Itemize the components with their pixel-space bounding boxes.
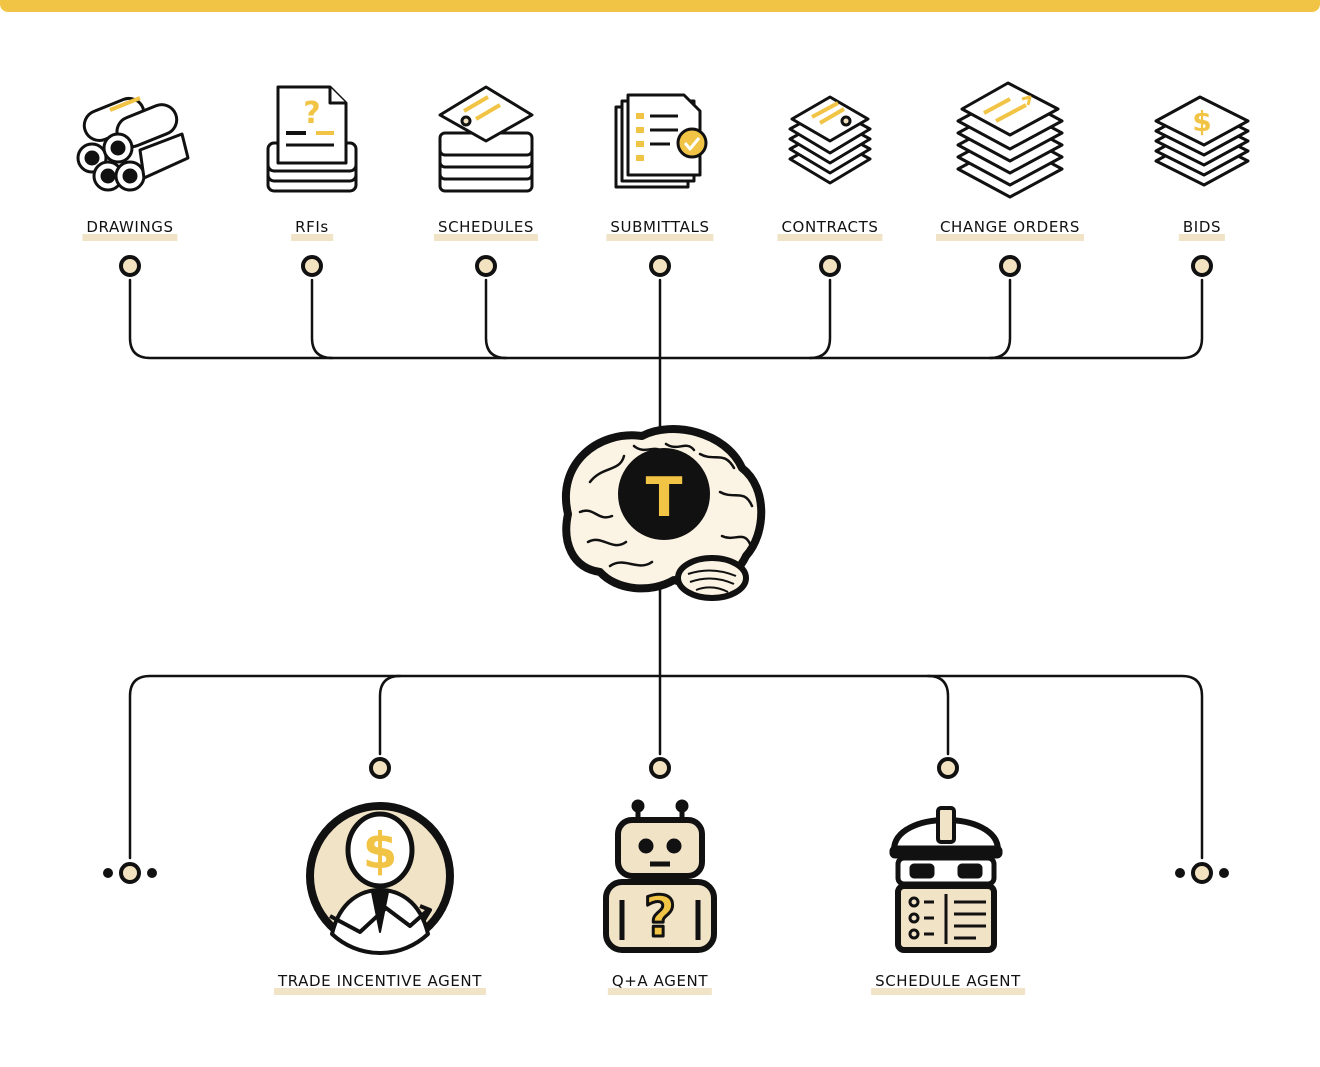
source-connector-schedules	[484, 278, 508, 360]
svg-text:$: $	[363, 822, 398, 880]
hub-logo-letter: T	[646, 466, 683, 529]
connector-lines	[128, 278, 1204, 860]
agent-label-qa: Q+A AGENT	[607, 972, 713, 995]
source-connector-rfis	[310, 278, 334, 360]
agent-label-trade-incentive: TRADE INCENTIVE AGENT	[273, 972, 487, 995]
trade-incentive-agent-icon: $	[306, 802, 454, 956]
schedule-document-stack-icon	[438, 85, 534, 193]
agent-node-qa	[649, 757, 671, 779]
agent-node-schedule	[937, 757, 959, 779]
hardhat-schedule-agent-icon	[889, 806, 1003, 953]
source-node-schedules	[475, 255, 497, 277]
source-node-drawings	[119, 255, 141, 277]
agent-label-schedule: SCHEDULE AGENT	[871, 972, 1025, 995]
source-label-bids: BIDS	[1178, 218, 1226, 241]
source-label-change-orders: CHANGE ORDERS	[935, 218, 1085, 241]
agent-connector-trade	[378, 674, 402, 756]
agent-nodes	[369, 757, 959, 779]
brain-icon: T	[562, 425, 766, 601]
source-node-change-orders	[999, 255, 1021, 277]
source-node-bids	[1191, 255, 1213, 277]
ellipsis-more-right-icon[interactable]	[1175, 862, 1229, 884]
svg-text:$: $	[1192, 105, 1211, 138]
svg-text:?: ?	[303, 96, 320, 131]
source-connector-drawings	[128, 278, 1204, 360]
source-label-drawings: DRAWINGS	[82, 218, 178, 241]
agent-node-trade-incentive	[369, 757, 391, 779]
top-accent-bar	[0, 0, 1320, 12]
source-connector-contracts	[808, 278, 832, 360]
rfi-question-document-stack-icon: ?	[266, 85, 358, 193]
source-node-submittals	[649, 255, 671, 277]
hub-logo-badge	[618, 448, 710, 540]
ellipsis-more-left-icon[interactable]	[103, 862, 157, 884]
submittal-checked-document-icon	[614, 93, 708, 189]
source-node-rfis	[301, 255, 323, 277]
source-connector-change-orders	[988, 278, 1012, 360]
agent-bus	[128, 674, 1204, 860]
agent-connector-schedule	[926, 674, 950, 756]
svg-text:?: ?	[644, 885, 676, 950]
source-label-submittals: SUBMITTALS	[606, 218, 714, 241]
source-label-contracts: CONTRACTS	[777, 218, 883, 241]
source-node-contracts	[819, 255, 841, 277]
robot-question-agent-icon: ?	[603, 799, 717, 953]
source-nodes	[119, 255, 1213, 277]
change-order-document-stack-icon	[956, 81, 1064, 199]
rolled-drawings-icon	[76, 96, 190, 192]
source-label-schedules: SCHEDULES	[433, 218, 539, 241]
source-label-rfis: RFIs	[291, 218, 333, 241]
bid-dollar-folder-stack-icon: $	[1154, 95, 1250, 187]
contract-document-stack-icon	[788, 95, 872, 185]
